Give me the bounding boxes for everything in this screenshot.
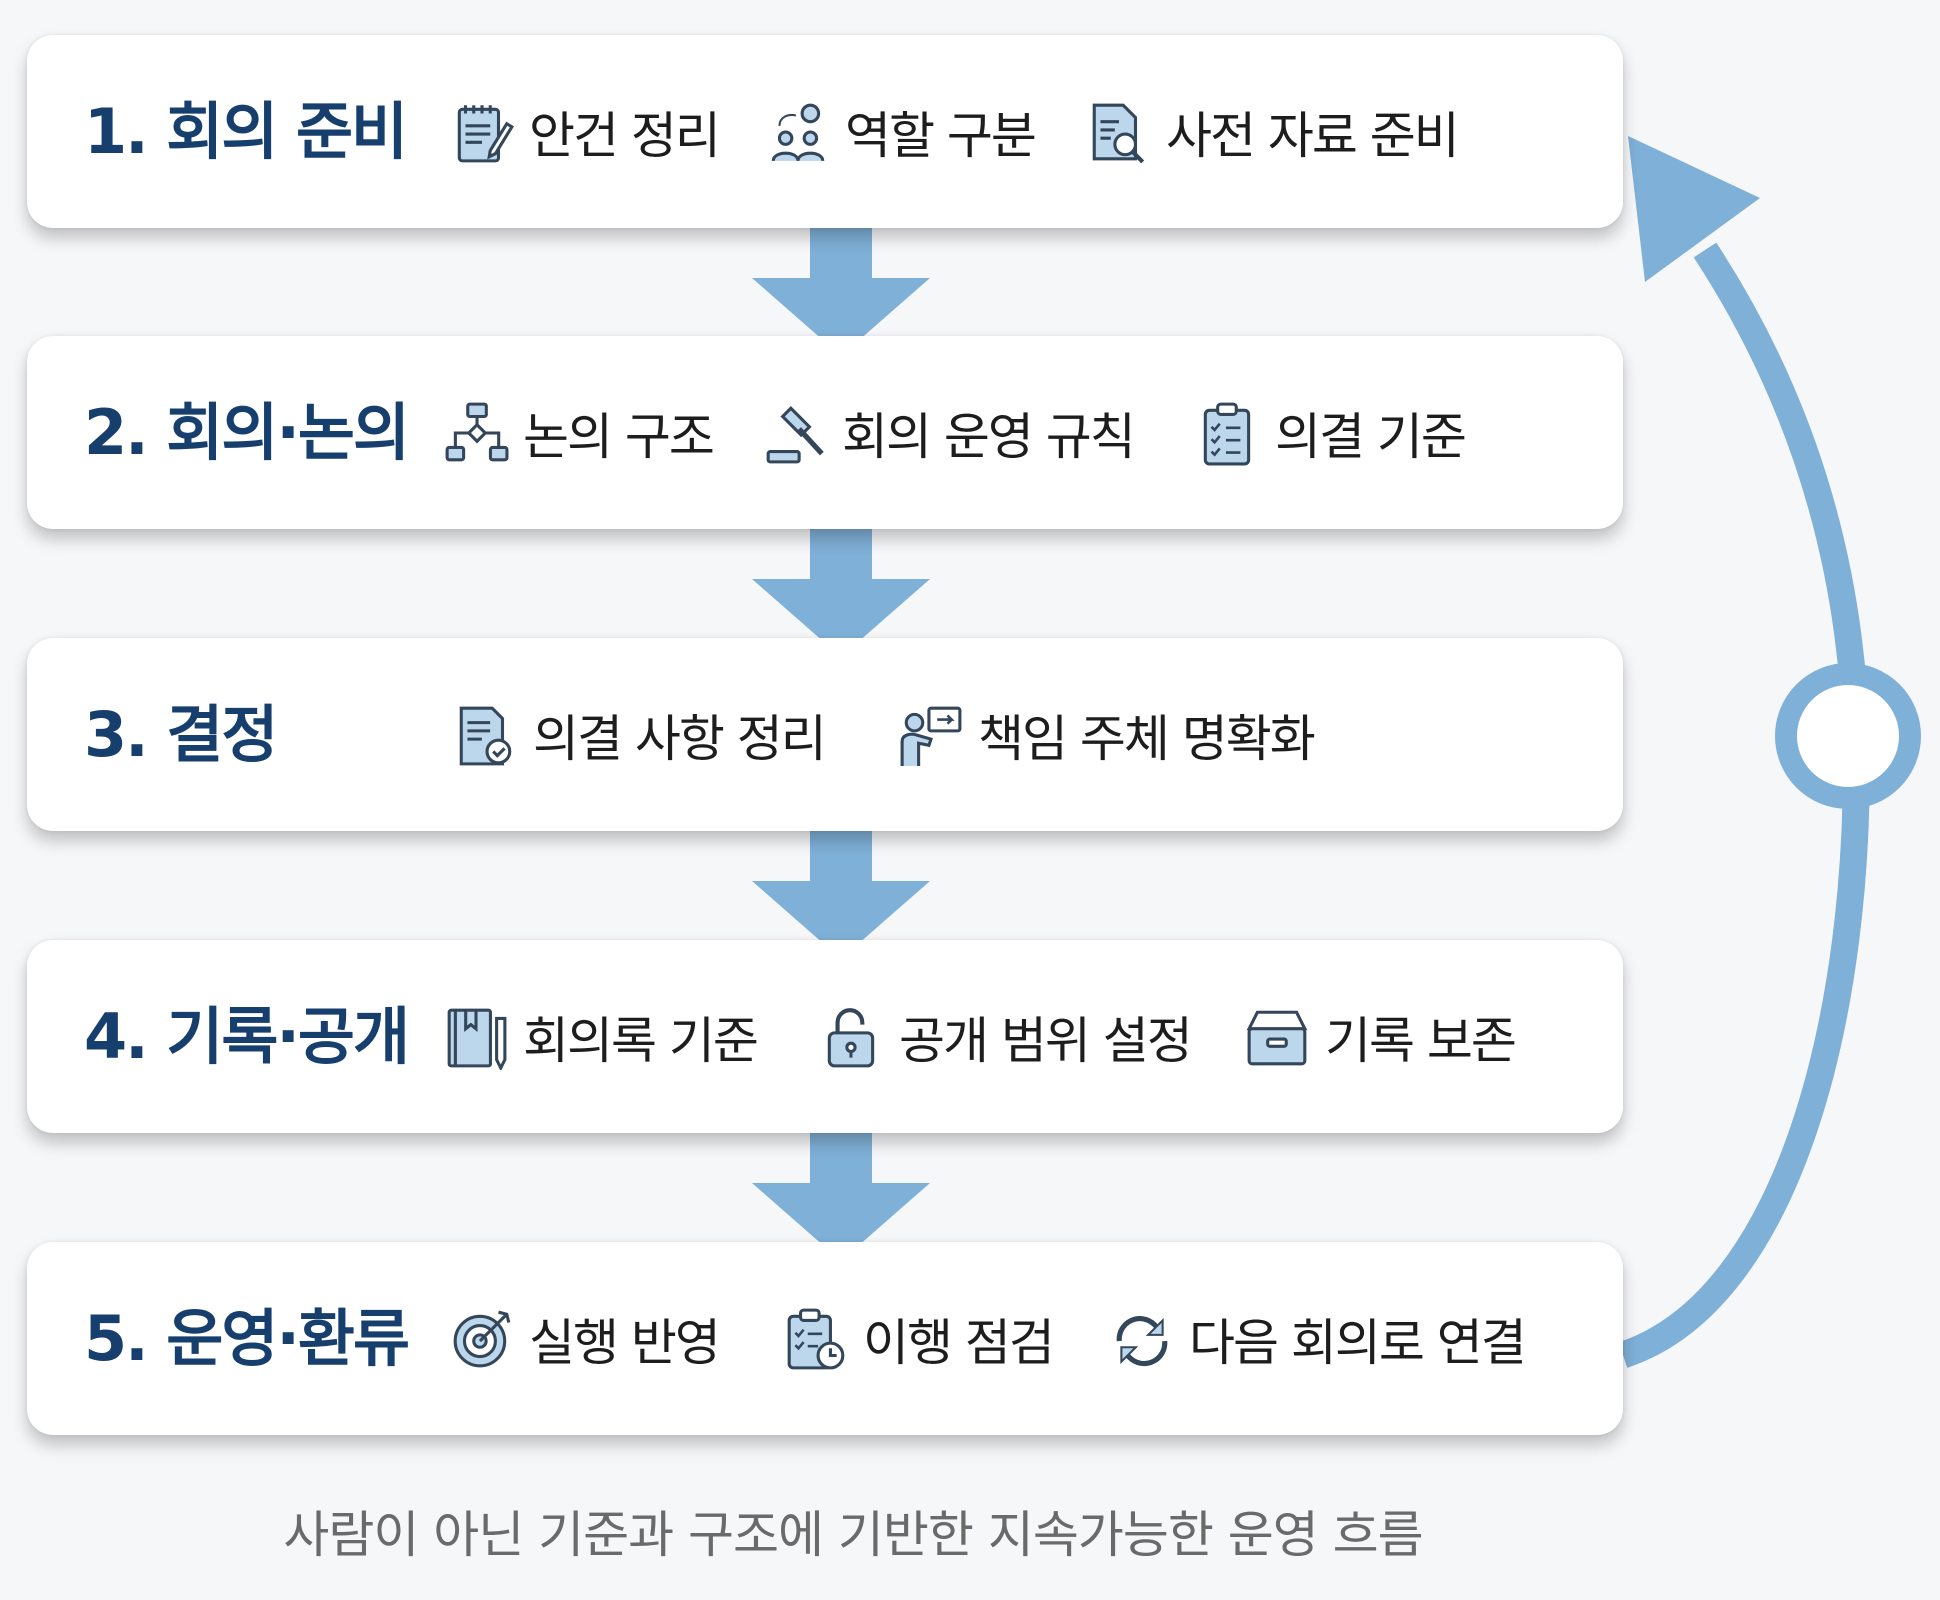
step-item: 사전 자료 준비 bbox=[1086, 35, 1460, 228]
step-item: 책임 주체 명확화 bbox=[898, 638, 1316, 831]
cycle-arrows-icon bbox=[1116, 1315, 1168, 1366]
step-item: 회의 운영 규칙 bbox=[762, 336, 1136, 529]
step-item: 안건 정리 bbox=[449, 35, 721, 228]
step-item-label: 공개 범위 설정 bbox=[899, 1011, 1193, 1070]
step-card-1: 1. 회의 준비 안건 정리 역할 구분 사전 자료 준비 bbox=[27, 35, 1623, 228]
gavel-icon bbox=[766, 405, 824, 463]
step-title: 1. 회의 준비 bbox=[84, 95, 408, 168]
step-card-4: 4. 기록·공개 회의록 기준 공개 범위 설정 기록 보존 bbox=[27, 940, 1623, 1133]
feedback-arrowhead bbox=[1628, 136, 1760, 282]
clipboard-checklist-icon bbox=[1203, 402, 1251, 465]
flowchart-icon bbox=[445, 402, 509, 461]
step-card-3: 3. 결정 의결 사항 정리 책임 주체 명확화 bbox=[27, 638, 1623, 831]
step-item-label: 책임 주체 명확화 bbox=[978, 709, 1316, 768]
step-item-label: 역할 구분 bbox=[845, 106, 1037, 165]
step-item: 역할 구분 bbox=[765, 35, 1037, 228]
step-item-label: 의결 사항 정리 bbox=[533, 709, 827, 768]
step-item-label: 회의 운영 규칙 bbox=[842, 407, 1136, 466]
document-search-icon bbox=[1092, 103, 1145, 163]
archive-box-icon bbox=[1246, 1010, 1308, 1065]
step-item-label: 회의록 기준 bbox=[523, 1011, 759, 1070]
step-title: 2. 회의·논의 bbox=[84, 396, 410, 469]
step-item: 회의록 기준 bbox=[443, 940, 759, 1133]
step-title: 4. 기록·공개 bbox=[84, 1000, 410, 1073]
step-item: 논의 구조 bbox=[443, 336, 715, 529]
step-item-label: 사전 자료 준비 bbox=[1166, 106, 1460, 165]
step-card-2: 2. 회의·논의 논의 구조 회의 운영 규칙 의결 기준 bbox=[27, 336, 1623, 529]
step-item-label: 실행 반영 bbox=[529, 1313, 721, 1372]
document-check-icon bbox=[459, 706, 512, 765]
target-icon bbox=[453, 1310, 511, 1367]
step-item-label: 의결 기준 bbox=[1275, 407, 1467, 466]
step-item: 공개 범위 설정 bbox=[819, 940, 1193, 1133]
step-item-label: 기록 보존 bbox=[1325, 1011, 1517, 1070]
unlock-icon bbox=[827, 1007, 875, 1067]
down-arrow-4-5 bbox=[752, 1133, 930, 1261]
step-item: 이행 점검 bbox=[783, 1242, 1055, 1435]
down-arrow-3-4 bbox=[752, 831, 930, 959]
step-title: 5. 운영·환류 bbox=[84, 1302, 410, 1375]
book-pen-icon bbox=[447, 1008, 507, 1070]
step-item-label: 논의 구조 bbox=[523, 407, 715, 466]
step-title: 3. 결정 bbox=[84, 698, 278, 771]
step-item: 실행 반영 bbox=[449, 1242, 721, 1435]
notepad-icon bbox=[457, 104, 515, 162]
step-item: 의결 사항 정리 bbox=[453, 638, 827, 831]
step-item: 의결 기준 bbox=[1195, 336, 1467, 529]
step-item: 다음 회의로 연결 bbox=[1109, 1242, 1527, 1435]
step-item-label: 안건 정리 bbox=[529, 106, 721, 165]
clipboard-clock-icon bbox=[787, 1308, 845, 1369]
step-card-5: 5. 운영·환류 실행 반영 이행 점검 다음 회의로 연결 bbox=[27, 1242, 1623, 1435]
down-arrow-1-2 bbox=[752, 228, 930, 356]
step-item-label: 이행 점검 bbox=[863, 1313, 1055, 1372]
team-gear-icon bbox=[771, 103, 825, 161]
step-item-label: 다음 회의로 연결 bbox=[1189, 1313, 1527, 1372]
loop-circle bbox=[1775, 663, 1921, 809]
down-arrows bbox=[752, 228, 930, 1261]
presenter-icon bbox=[900, 706, 962, 766]
down-arrow-2-3 bbox=[752, 529, 930, 657]
step-item: 기록 보존 bbox=[1245, 940, 1517, 1133]
caption: 사람이 아닌 기준과 구조에 기반한 지속가능한 운영 흐름 bbox=[283, 1506, 1423, 1564]
